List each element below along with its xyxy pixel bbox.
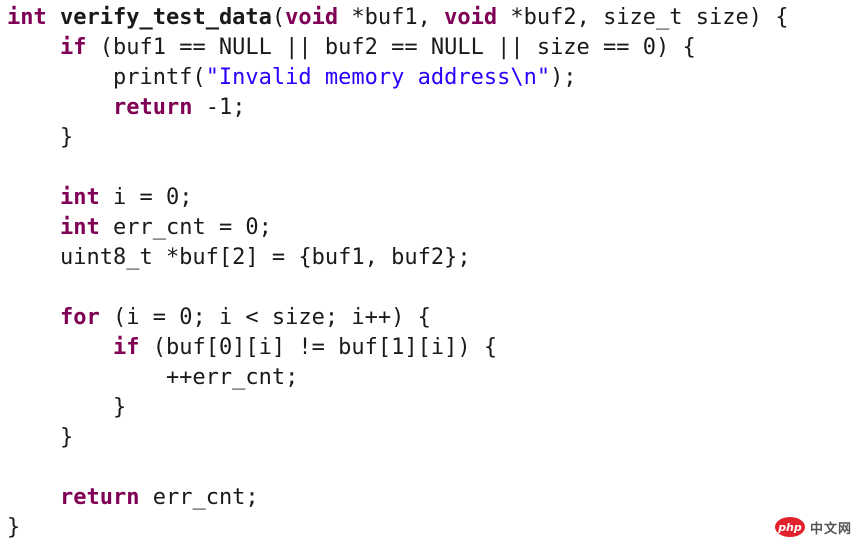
code-token: err_cnt = 0;: [99, 215, 272, 240]
code-token: [7, 185, 60, 210]
code-token: i = 0;: [99, 185, 193, 210]
code-line: printf("Invalid memory address\n");: [7, 63, 577, 93]
code-line: }: [7, 123, 73, 153]
watermark-site-text: 中文网: [809, 521, 852, 537]
code-line: return -1;: [7, 93, 245, 123]
code-keyword: return: [112, 95, 193, 120]
code-keyword: int: [59, 185, 100, 210]
code-line: }: [7, 423, 73, 453]
code-token: [7, 335, 113, 360]
code-line: return err_cnt;: [7, 483, 259, 513]
code-string: "Invalid memory address\n": [205, 65, 551, 90]
code-line: if (buf1 == NULL || buf2 == NULL || size…: [7, 33, 696, 63]
code-token: (: [271, 5, 286, 30]
code-keyword: return: [59, 485, 140, 510]
code-token: }: [7, 515, 21, 540]
watermark: php 中文网: [774, 516, 852, 538]
code-token: printf(: [7, 65, 206, 90]
code-token: *buf1,: [338, 5, 445, 30]
code-token: ++err_cnt;: [7, 365, 299, 390]
code-line: uint8_t *buf[2] = {buf1, buf2};: [7, 243, 471, 273]
code-token: -1;: [192, 95, 246, 120]
code-keyword: if: [112, 335, 140, 360]
code-token: [7, 35, 60, 60]
code-token: [7, 305, 60, 330]
code-token: *buf2, size_t size) {: [497, 5, 789, 30]
code-keyword: int: [7, 5, 47, 30]
code-line: int err_cnt = 0;: [7, 213, 272, 243]
code-token: }: [7, 425, 74, 450]
code-keyword: int: [59, 215, 100, 240]
code-token: (buf1 == NULL || buf2 == NULL || size ==…: [86, 35, 696, 60]
php-logo-icon: php: [774, 517, 805, 537]
code-line: if (buf[0][i] != buf[1][i]) {: [7, 333, 497, 363]
code-token: [7, 485, 60, 510]
code-token: [7, 95, 113, 120]
code-line: for (i = 0; i < size; i++) {: [7, 303, 431, 333]
code-token: verify_test_data: [60, 5, 272, 30]
code-token: }: [7, 125, 74, 150]
code-keyword: void: [285, 5, 339, 30]
code-line: int i = 0;: [7, 183, 192, 213]
code-token: );: [550, 65, 577, 90]
code-line: int verify_test_data(void *buf1, void *b…: [7, 3, 789, 33]
code-keyword: if: [59, 35, 87, 60]
code-token: err_cnt;: [139, 485, 259, 510]
code-token: [47, 5, 60, 30]
code-token: [7, 215, 60, 240]
code-keyword: for: [59, 305, 100, 330]
code-token: (i = 0; i < size; i++) {: [99, 305, 431, 330]
code-token: uint8_t *buf[2] = {buf1, buf2};: [7, 245, 471, 270]
code-token: }: [7, 395, 127, 420]
code-line: ++err_cnt;: [7, 363, 298, 393]
code-line: }: [7, 513, 20, 543]
code-token: (buf[0][i] != buf[1][i]) {: [139, 335, 498, 360]
code-keyword: void: [444, 5, 498, 30]
code-line: }: [7, 393, 126, 423]
